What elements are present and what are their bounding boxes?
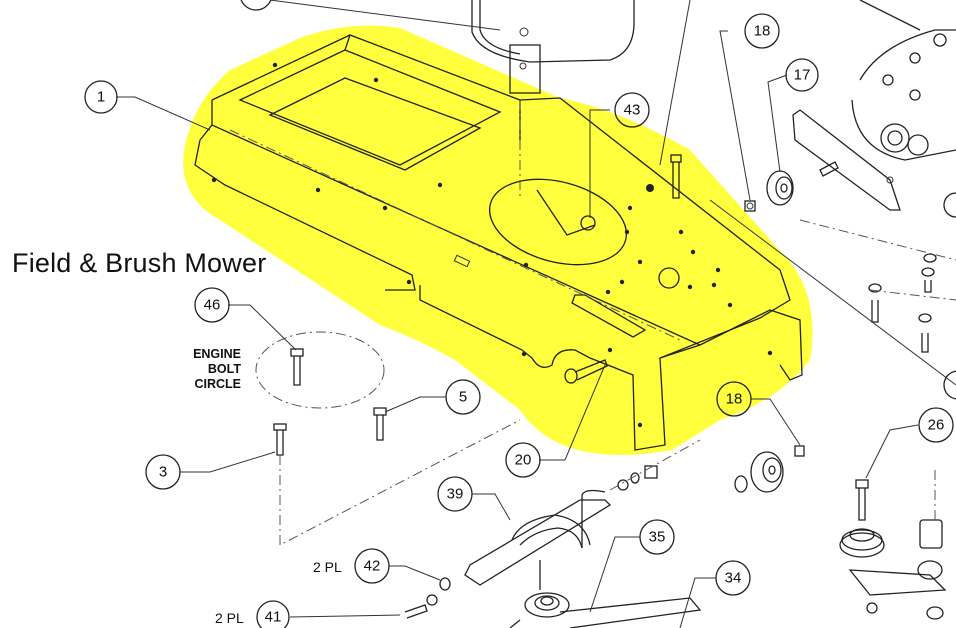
callout-5: 5 <box>445 379 481 415</box>
callout-34: 34 <box>715 560 751 596</box>
callout-1-label: 1 <box>97 89 105 106</box>
callout-3: 3 <box>145 454 181 490</box>
pl-label-41: 2 PL <box>215 610 244 626</box>
pl-label-42: 2 PL <box>313 559 342 575</box>
callout-20: 20 <box>505 442 541 478</box>
callout-42: 42 <box>354 548 390 584</box>
callout-26-label: 26 <box>928 417 945 434</box>
callout-42-label: 42 <box>364 558 381 575</box>
callout-46: 46 <box>194 287 230 323</box>
callout-18b: 18 <box>716 381 752 417</box>
callout-35: 35 <box>639 519 675 555</box>
callout-39-label: 39 <box>447 486 464 503</box>
callout-20-label: 20 <box>515 452 532 469</box>
engine-bolt-circle <box>255 331 521 546</box>
small-hardware <box>404 577 451 619</box>
engine-label-line1: ENGINE <box>193 347 241 361</box>
frame-bolt <box>670 154 682 199</box>
callout-18a: 18 <box>744 13 780 49</box>
callout-17: 17 <box>785 58 819 92</box>
leader-lines <box>116 0 956 628</box>
callout-41: 41 <box>256 600 290 628</box>
highlight-region <box>183 25 813 456</box>
callout-43-label: 43 <box>624 102 641 119</box>
page-title: Field & Brush Mower <box>12 248 267 278</box>
right-hardware <box>799 219 956 353</box>
callout-1: 1 <box>84 80 118 114</box>
engine-label-line2: BOLT <box>208 362 241 376</box>
callout-46-label: 46 <box>204 297 221 314</box>
bracket-39 <box>464 439 701 590</box>
gearbox <box>792 29 956 211</box>
callout-partial-right <box>943 370 956 400</box>
callout-41-label: 41 <box>265 609 282 626</box>
callout-partial-right-upper <box>943 192 956 218</box>
callout-39: 39 <box>437 476 473 512</box>
main-frame-part <box>194 34 803 451</box>
nut-18a <box>744 200 756 212</box>
pulley-17 <box>766 170 794 206</box>
arm-35 <box>509 592 702 628</box>
engine-label-line3: CIRCLE <box>194 377 241 391</box>
callout-5-label: 5 <box>459 389 467 406</box>
callout-35-label: 35 <box>649 529 666 546</box>
callout-26: 26 <box>918 407 954 443</box>
idler-pulley <box>734 445 805 493</box>
engine-housing <box>471 0 921 94</box>
callout-17-label: 17 <box>794 67 811 84</box>
callout-18b-label: 18 <box>726 391 743 408</box>
callout-3-label: 3 <box>159 464 167 481</box>
callout-43: 43 <box>614 92 650 128</box>
bolt-20 <box>564 359 608 384</box>
callout-34-label: 34 <box>725 570 742 587</box>
callout-18a-label: 18 <box>754 23 771 40</box>
pulley-26 <box>839 470 947 620</box>
callout-partial-top <box>240 0 272 11</box>
